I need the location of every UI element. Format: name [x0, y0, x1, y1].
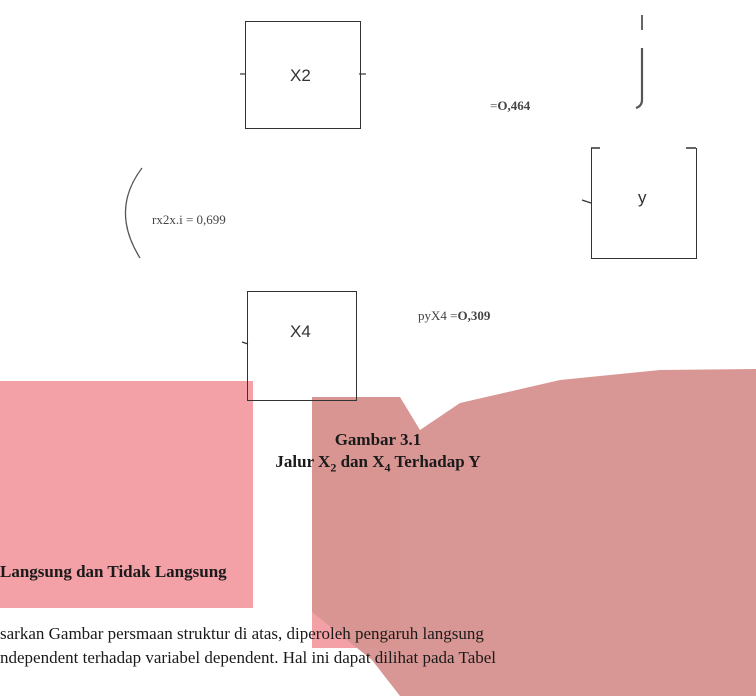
box-y-label: y — [638, 188, 647, 207]
coef-py-x4: pyX4 =O,309 — [418, 308, 491, 323]
figure-caption-title: Gambar 3.1 — [334, 430, 422, 449]
section-heading: Langsung dan Tidak Langsung — [0, 562, 227, 581]
pink-overlay-left — [0, 381, 253, 608]
paragraph-line-1: sarkan Gambar persmaan struktur di atas,… — [0, 624, 484, 643]
coef-py-x2: =O,464 — [490, 98, 531, 113]
coef-r-x2x4: rx2x.i = 0,699 — [152, 212, 226, 227]
box-x4 — [247, 291, 357, 401]
paragraph-line-2: ndependent terhadap variabel dependent. … — [0, 648, 497, 667]
figure-caption-subtitle: Jalur X2 dan X4 Terhadap Y — [275, 452, 481, 475]
box-x2 — [245, 21, 361, 129]
box-x2-label: X2 — [290, 66, 311, 85]
box-y — [591, 148, 697, 259]
box-x4-label: X4 — [290, 322, 311, 341]
